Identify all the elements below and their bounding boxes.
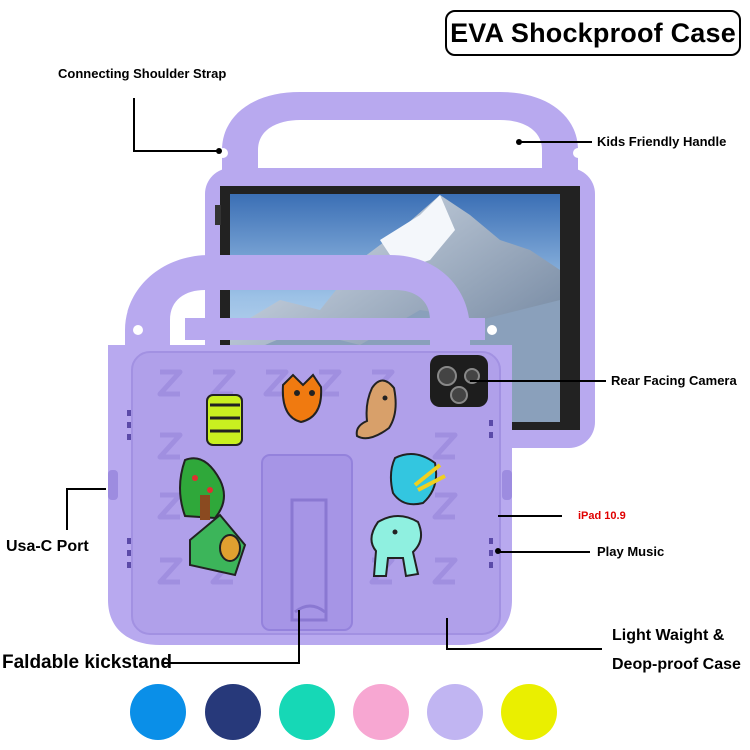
leader-line (298, 610, 300, 664)
callout-light-weight-line1: Light Waight & (612, 627, 725, 644)
callout-light-weight-line2: Deop-proof Case (612, 656, 741, 673)
color-swatch-pink (353, 684, 409, 740)
leader-dot (495, 548, 501, 554)
page-title: EVA Shockproof Case (445, 10, 741, 56)
callout-camera: Rear Facing Camera (611, 373, 737, 388)
color-swatch-yellow (501, 684, 557, 740)
callout-play-music: Play Music (597, 544, 665, 559)
leader-line (133, 150, 219, 152)
color-swatch-navy (205, 684, 261, 740)
leader-line (446, 648, 602, 650)
front-case-back-view (108, 255, 512, 645)
leader-line (470, 380, 606, 382)
leader-dot (216, 148, 222, 154)
leader-line (66, 488, 68, 530)
color-swatch-turquoise (279, 684, 335, 740)
leader-line (498, 515, 562, 517)
sticker-kangaroo (355, 379, 397, 440)
callout-model: iPad 10.9 (578, 510, 626, 522)
leader-line (446, 618, 448, 650)
leader-dot (516, 139, 522, 145)
leader-line (520, 141, 592, 143)
sticker-elephant (370, 515, 423, 578)
leader-line (66, 488, 106, 490)
callout-usb-port: Usa-C Port (6, 538, 89, 555)
sticker-fox (281, 373, 323, 424)
leader-line (163, 662, 300, 664)
leader-line (500, 551, 590, 553)
sticker-umbrella (389, 453, 446, 506)
callout-kickstand: Faldable kickstand (2, 652, 173, 673)
callout-handle: Kids Friendly Handle (597, 134, 727, 149)
color-swatch-blue (130, 684, 186, 740)
sticker-zebra (206, 394, 243, 446)
leader-line (133, 98, 135, 152)
color-swatch-lavender (427, 684, 483, 740)
sticker-tree (179, 457, 225, 520)
sticker-guitar (189, 513, 247, 577)
callout-shoulder-strap: Connecting Shoulder Strap (58, 66, 227, 81)
